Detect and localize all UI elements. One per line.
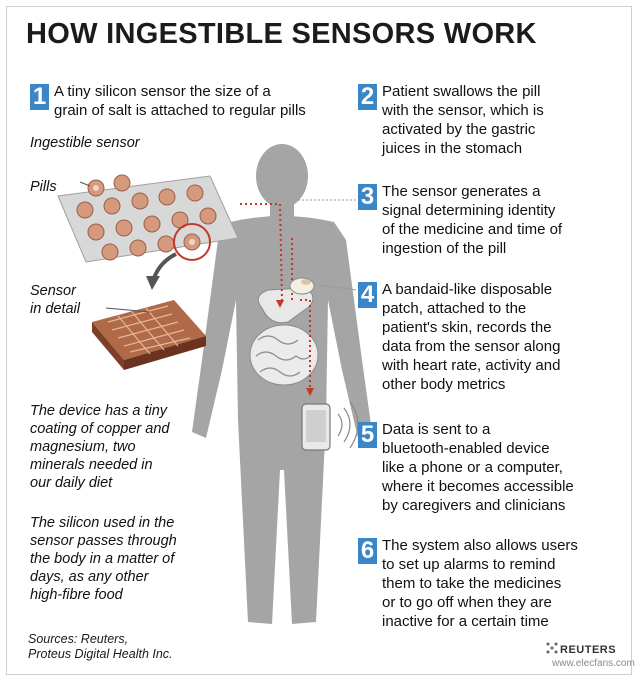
sources-line: Sources: Reuters, (28, 632, 129, 646)
step-text-line: The sensor generates a (382, 183, 541, 200)
step-number-badge: 1 (30, 84, 49, 110)
step-text-line: bluetooth-enabled device (382, 440, 550, 457)
note-line: the body in a matter of (30, 551, 175, 567)
note-line: our daily diet (30, 475, 113, 491)
step-text-line: to set up alarms to remind (382, 556, 556, 573)
note-silicon: The silicon used in the sensor passes th… (30, 514, 177, 604)
phone-device (301, 401, 359, 451)
step-text-line: A bandaid-like disposable (382, 281, 553, 298)
step-number-badge: 5 (358, 422, 377, 448)
step-text-line: like a phone or a computer, (382, 459, 563, 476)
step-text-line: The system also allows users (382, 537, 578, 554)
step-text-line: juices in the stomach (382, 140, 523, 157)
step-text-line: ingestion of the pill (382, 240, 507, 257)
path-arrowhead (306, 388, 314, 396)
note-line: minerals needed in (30, 457, 153, 473)
step-text-line: Patient swallows the pill (382, 83, 541, 100)
sensor-chip (92, 300, 206, 370)
note-line: coating of copper and (30, 421, 170, 437)
label-line: in detail (30, 301, 80, 317)
watermark: www.elecfans.com (552, 658, 635, 669)
step-text-line: grain of salt is attached to regular pil… (54, 102, 306, 119)
digestive-organs (249, 287, 319, 386)
highlight-circle (173, 223, 211, 261)
sources-credit: Sources: Reuters, Proteus Digital Health… (28, 632, 173, 662)
human-body-figure (192, 144, 372, 624)
step-text-line: activated by the gastric (382, 121, 536, 138)
step-number-badge: 2 (358, 84, 377, 110)
pill-zoom-arrowhead (146, 276, 160, 290)
step-text-line: patient's skin, records the (382, 319, 552, 336)
note-line: magnesium, two (30, 439, 136, 455)
step-text-line: signal determining identity (382, 202, 556, 219)
step-text-line: where it becomes accessible (382, 478, 574, 495)
label-pills: Pills (30, 179, 57, 195)
label-sensor-detail: Sensor in detail (30, 282, 80, 318)
step-text-line: of the medicine and time of (382, 221, 563, 238)
step-text-line: by caregivers and clinicians (382, 497, 566, 514)
step-text-line: them to take the medicines (382, 575, 562, 592)
step-text-line: or to go off when they are (382, 594, 552, 611)
note-line: The silicon used in the (30, 515, 175, 531)
note-line: days, as any other (30, 569, 149, 585)
reuters-credit: REUTERS (560, 644, 617, 656)
path-arrowhead (276, 300, 284, 308)
pill-zoom-arrow (152, 252, 177, 279)
sources-line: Proteus Digital Health Inc. (28, 647, 173, 661)
step-text-line: with heart rate, activity and (382, 357, 561, 374)
page-title: HOW INGESTIBLE SENSORS WORK (26, 18, 537, 50)
step-text-line: other body metrics (382, 376, 506, 393)
step-text-line: data from the sensor along (382, 338, 561, 355)
ingestible-sensor-dots (93, 185, 195, 245)
step-text-line: A tiny silicon sensor the size of a (54, 83, 271, 100)
step-text-line: with the sensor, which is (382, 102, 544, 119)
step-text-line: patch, attached to the (382, 300, 527, 317)
step-number-badge: 3 (358, 184, 377, 210)
pills (76, 174, 217, 261)
note-line: The device has a tiny (30, 403, 168, 419)
step-number-badge: 4 (358, 282, 377, 308)
note-line: sensor passes through (30, 533, 177, 549)
note-line: high-fibre food (30, 587, 123, 603)
note-coating: The device has a tiny coating of copper … (30, 402, 169, 492)
step-text-line: Data is sent to a (382, 421, 491, 438)
label-ingestible-sensor: Ingestible sensor (30, 135, 140, 151)
step-number-badge: 6 (358, 538, 377, 564)
label-line: Sensor (30, 283, 76, 299)
step-text-line: inactive for a certain time (382, 613, 549, 630)
reuters-logo (546, 642, 558, 654)
bandaid-patch (289, 277, 315, 295)
